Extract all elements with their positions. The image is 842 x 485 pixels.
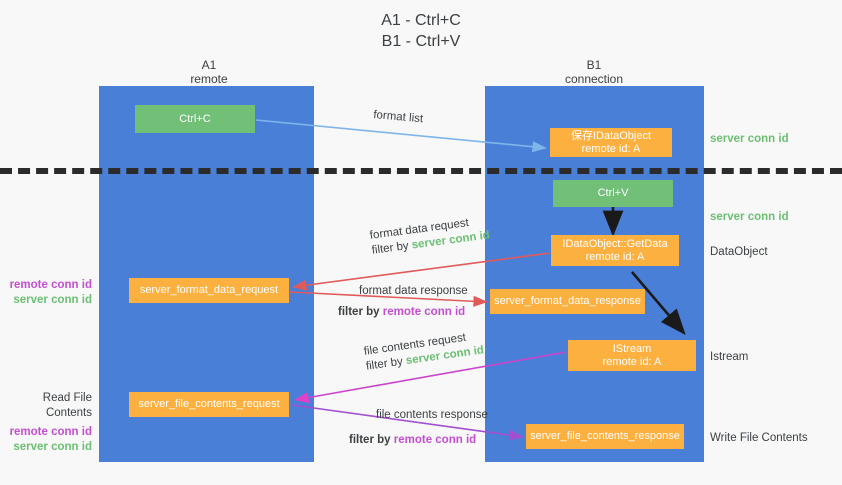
left-label-remote-conn-id-1: remote conn id — [9, 279, 92, 291]
filter-by-text-2: filter by — [338, 306, 380, 318]
node-ctrl-v[interactable]: Ctrl+V — [553, 180, 673, 207]
lane-header-a1: A1 remote — [124, 58, 294, 86]
node-server-file-contents-request-label: server_file_contents_request — [138, 398, 280, 410]
diagram-title: A1 - Ctrl+C B1 - Ctrl+V — [0, 10, 842, 52]
lane-a1-name: A1 — [201, 58, 217, 72]
lane-b1-sub: connection — [564, 72, 624, 86]
edge-label-format-list-text: format list — [372, 108, 424, 126]
node-idataobject-getdata[interactable]: IDataObject::GetData remote id: A — [551, 235, 679, 266]
left-label-server-conn-id-2: server conn id — [13, 441, 92, 453]
node-server-file-contents-response-label: server_file_contents_response — [530, 430, 680, 442]
filter-by-text-3: filter by — [365, 355, 404, 373]
node-getdata-line2: remote id: A — [585, 250, 645, 263]
left-label-group-1: remote conn id server conn id — [0, 278, 92, 308]
node-getdata-line1: IDataObject::GetData — [562, 237, 668, 250]
remote-conn-id-text-1: remote conn id — [382, 306, 466, 318]
edge-format-list — [255, 119, 547, 153]
phase-divider — [0, 168, 842, 174]
node-ctrl-c[interactable]: Ctrl+C — [135, 105, 255, 133]
node-istream-line1: IStream — [612, 342, 652, 355]
right-label-dataobject: DataObject — [710, 246, 768, 258]
node-server-format-data-request-label: server_format_data_request — [139, 284, 279, 296]
right-label-write-file-contents: Write File Contents — [710, 432, 808, 444]
title-line-1: A1 - Ctrl+C — [381, 12, 461, 29]
right-label-server-conn-id-mid: server conn id — [710, 211, 789, 223]
node-server-file-contents-request[interactable]: server_file_contents_request — [129, 392, 289, 417]
node-server-file-contents-response[interactable]: server_file_contents_response — [526, 424, 684, 449]
node-save-idataobject-line2: remote id: A — [581, 142, 641, 155]
edge-label-format-data-response: format data response — [359, 284, 468, 299]
lane-b1-name: B1 — [586, 58, 602, 72]
left-label-server-conn-id-1: server conn id — [13, 294, 92, 306]
node-istream-line2: remote id: A — [602, 355, 662, 368]
node-server-format-data-request[interactable]: server_format_data_request — [129, 278, 289, 303]
node-server-format-data-response[interactable]: server_format_data_response — [490, 289, 645, 314]
edge-label-file-contents-response-text: file contents response — [376, 409, 488, 421]
edge-format-data-response — [289, 291, 488, 307]
left-label-read-file-contents: Read File Contents — [42, 392, 92, 419]
node-ctrl-v-label: Ctrl+V — [597, 187, 629, 199]
edge-format-data-request — [292, 252, 551, 291]
edge-file-contents-response — [291, 404, 524, 441]
edge-getdata-to-istream — [631, 271, 686, 335]
lane-a1-sub: remote — [190, 72, 228, 86]
filter-by-text-1: filter by — [371, 240, 410, 257]
node-server-format-data-response-label: server_format_data_response — [494, 295, 641, 307]
edge-file-contents-request — [294, 351, 567, 404]
node-save-idataobject-line1: 保存IDataObject — [570, 129, 652, 142]
edge-label-file-contents-response: file contents response — [376, 408, 488, 423]
node-save-idataobject[interactable]: 保存IDataObject remote id: A — [550, 128, 672, 157]
right-label-server-conn-id-top: server conn id — [710, 133, 789, 145]
lane-header-b1: B1 connection — [509, 58, 679, 86]
edge-filter-format-data-response: filter by remote conn id — [338, 305, 465, 320]
node-istream[interactable]: IStream remote id: A — [568, 340, 696, 371]
left-label-group-2: Read File Contents remote conn id server… — [0, 391, 92, 455]
filter-by-text-4: filter by — [349, 434, 391, 446]
left-label-remote-conn-id-2: remote conn id — [9, 426, 92, 438]
edge-filter-file-contents-response: filter by remote conn id — [349, 433, 476, 448]
title-line-2: B1 - Ctrl+V — [381, 33, 461, 50]
node-ctrl-c-label: Ctrl+C — [179, 112, 211, 125]
right-label-istream: Istream — [710, 351, 749, 363]
remote-conn-id-text-2: remote conn id — [393, 434, 477, 446]
edge-label-format-data-response-text: format data response — [359, 285, 468, 297]
